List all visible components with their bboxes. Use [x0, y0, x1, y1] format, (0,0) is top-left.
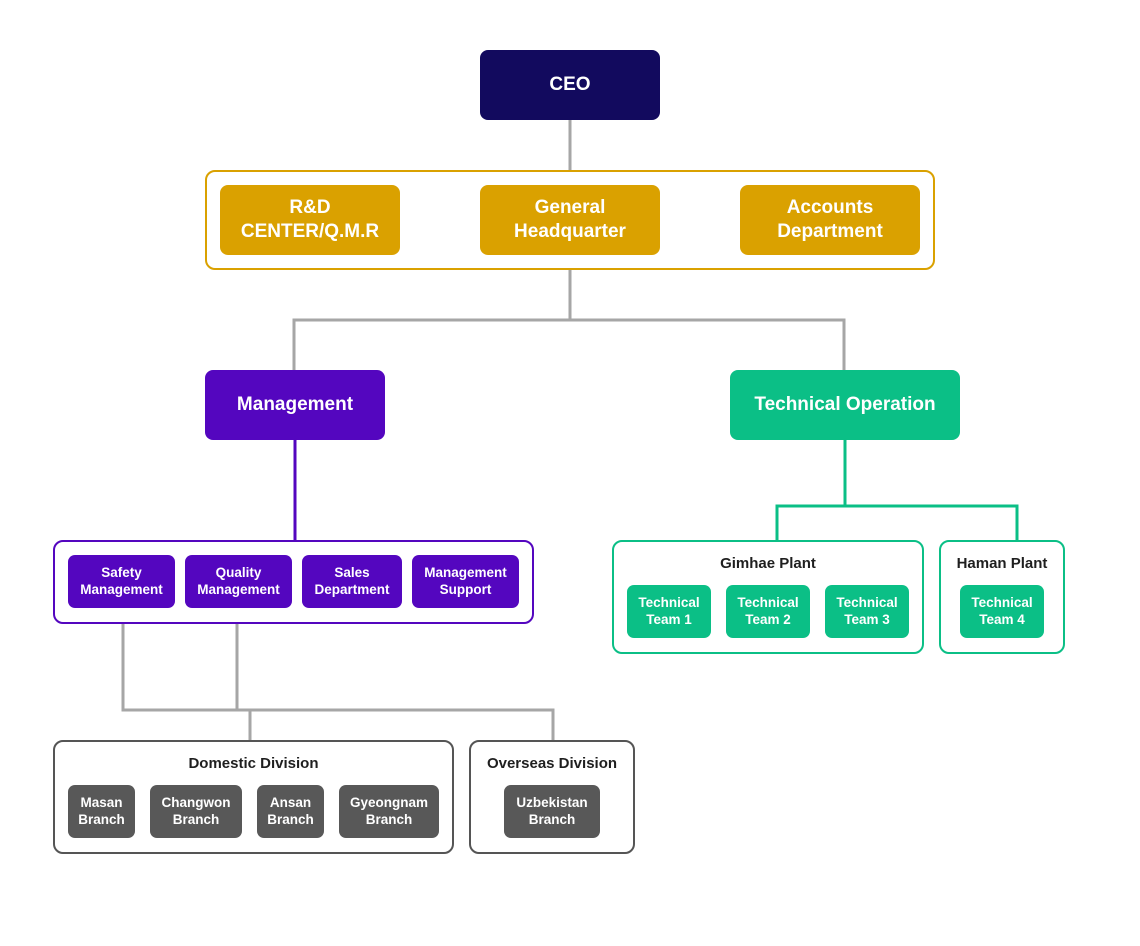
ansan-branch-box: Ansan Branch	[257, 785, 324, 838]
technical-operation-box: Technical Operation	[730, 370, 960, 440]
technical-team-3-label: Technical Team 3	[836, 594, 898, 627]
haman-plant-title: Haman Plant	[956, 555, 1048, 572]
general-headquarter-box: General Headquarter	[480, 185, 660, 255]
management-support-label: Management Support	[424, 564, 507, 597]
general-headquarter-label: General Headquarter	[514, 197, 626, 242]
gimhae-plant-title: Gimhae Plant	[720, 555, 816, 572]
ceo-box: CEO	[480, 50, 660, 120]
uzbekistan-branch-box: Uzbekistan Branch	[504, 785, 600, 838]
overseas-division-title: Overseas Division	[486, 755, 618, 772]
technical-team-2-label: Technical Team 2	[737, 594, 799, 627]
management-box: Management	[205, 370, 385, 440]
connector-units-to-divisions	[121, 608, 555, 741]
masan-branch-label: Masan Branch	[78, 794, 125, 827]
changwon-branch-box: Changwon Branch	[150, 785, 242, 838]
rd-center-box: R&D CENTER/Q.M.R	[220, 185, 400, 255]
gyeongnam-branch-box: Gyeongnam Branch	[339, 785, 439, 838]
safety-management-label: Safety Management	[80, 564, 163, 597]
connector-technical-to-plants	[775, 440, 1019, 541]
ansan-branch-label: Ansan Branch	[267, 794, 314, 827]
technical-team-3-box: Technical Team 3	[825, 585, 909, 638]
rd-center-label: R&D CENTER/Q.M.R	[240, 197, 380, 242]
quality-management-box: Quality Management	[185, 555, 292, 608]
technical-team-2-box: Technical Team 2	[726, 585, 810, 638]
technical-team-1-label: Technical Team 1	[638, 594, 700, 627]
sales-department-box: Sales Department	[302, 555, 402, 608]
technical-team-4-box: Technical Team 4	[960, 585, 1044, 638]
quality-management-label: Quality Management	[197, 564, 280, 597]
technical-operation-label: Technical Operation	[754, 394, 936, 416]
accounts-department-label: Accounts Department	[777, 197, 883, 242]
sales-department-label: Sales Department	[314, 564, 390, 597]
connector-hq-to-branches	[292, 255, 846, 370]
management-support-box: Management Support	[412, 555, 519, 608]
technical-team-4-label: Technical Team 4	[971, 594, 1033, 627]
uzbekistan-branch-label: Uzbekistan Branch	[516, 794, 588, 827]
management-label: Management	[236, 394, 354, 416]
ceo-label: CEO	[549, 74, 591, 96]
changwon-branch-label: Changwon Branch	[161, 794, 231, 827]
technical-team-1-box: Technical Team 1	[627, 585, 711, 638]
safety-management-box: Safety Management	[68, 555, 175, 608]
gyeongnam-branch-label: Gyeongnam Branch	[349, 794, 428, 827]
domestic-division-title: Domestic Division	[188, 755, 319, 772]
accounts-department-box: Accounts Department	[740, 185, 920, 255]
masan-branch-box: Masan Branch	[68, 785, 135, 838]
